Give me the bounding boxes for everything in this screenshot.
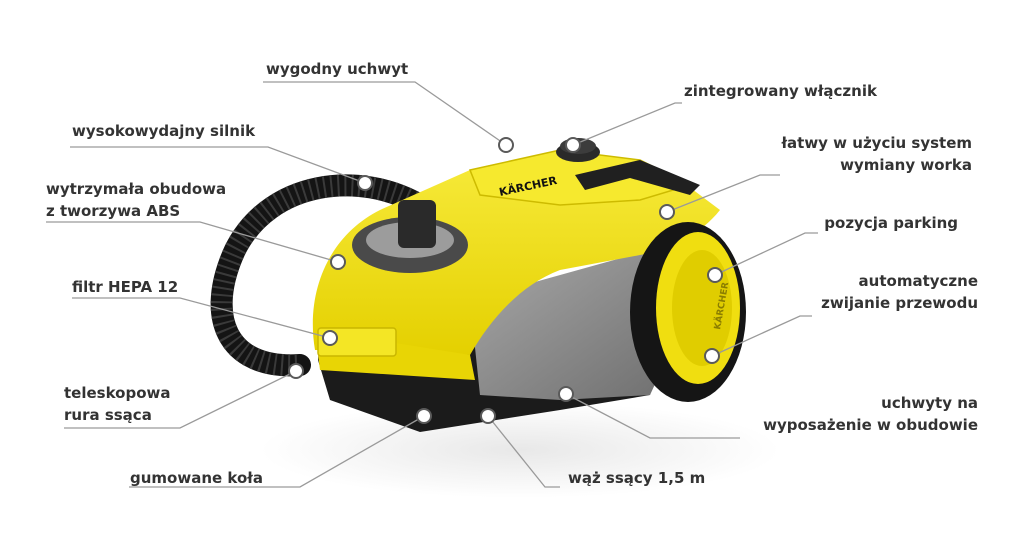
label-parking: pozycja parking	[824, 214, 958, 232]
label-switch: zintegrowany włącznik	[684, 82, 877, 100]
floor-shadow	[260, 402, 780, 498]
label-hose: wąż ssący 1,5 m	[568, 469, 706, 487]
label-tube: teleskopowa rura ssąca	[64, 384, 171, 424]
label-wheels: gumowane koła	[130, 469, 263, 487]
callout-dots	[288, 137, 723, 424]
filter-cover	[317, 327, 397, 357]
rear-wheel: KÄRCHER	[630, 222, 746, 402]
label-housing: wytrzymała obudowa z tworzywa ABS	[46, 180, 227, 220]
label-bag-system: łatwy w użyciu system wymiany worka	[781, 134, 972, 174]
label-filter: filtr HEPA 12	[72, 278, 179, 296]
handle-strip	[575, 160, 700, 195]
label-cord-rewind: automatyczne zwijanie przewodu	[821, 272, 978, 312]
label-handle: wygodny uchwyt	[266, 60, 409, 78]
callout-lines	[46, 81, 818, 488]
label-accessory-holders: uchwyty na wyposażenie w obudowie	[763, 394, 978, 434]
label-motor: wysokowydajny silnik	[72, 122, 256, 140]
